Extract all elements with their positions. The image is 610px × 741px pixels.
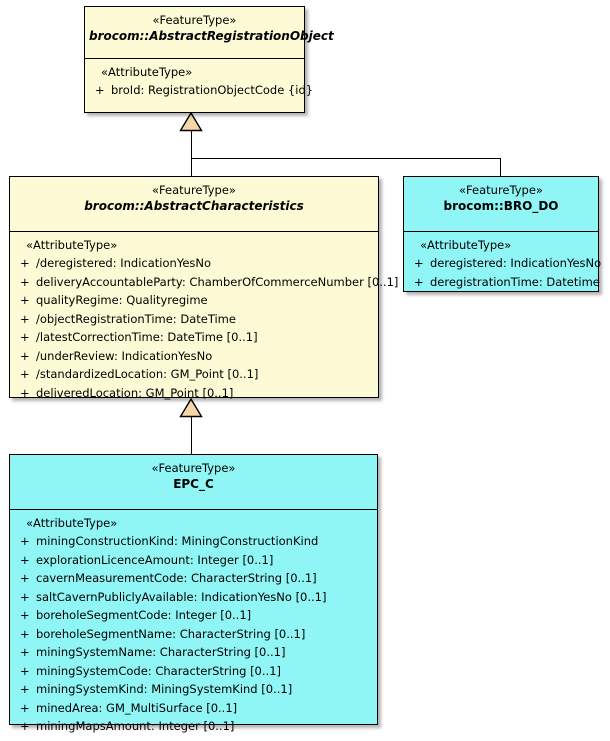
attribute-visibility: + [20,274,30,289]
class-header-epc-c: «FeatureType» EPC_C [10,455,377,510]
attribute-visibility: + [20,663,30,678]
class-stereotype: «FeatureType» [151,461,236,475]
attribute-row: + /underReview: IndicationYesNo [10,347,374,366]
attribute-visibility: + [20,608,30,622]
attribute-text: /deregistered: IndicationYesNo [36,256,212,270]
attribute-text: broId: RegistrationObjectCode {id} [111,83,314,97]
attribute-row: + boreholeSegmentCode: Integer [0..1] [10,606,373,625]
attribute-visibility: + [20,385,30,400]
attribute-visibility: + [20,256,30,270]
class-name: brocom::AbstractCharacteristics [84,199,304,213]
attribute-text: boreholeSegmentName: CharacterString [0.… [36,626,306,641]
attribute-visibility: + [20,589,30,604]
attribute-row: + minedArea: GM_MultiSurface [0..1] [10,699,373,718]
attribute-text: /underReview: IndicationYesNo [36,348,213,363]
attribute-row: + cavernMeasurementCode: CharacterString … [10,569,373,588]
attribute-visibility: + [20,534,30,548]
attribute-visibility: + [20,293,30,307]
class-box-bro-do[interactable]: «FeatureType» brocom::BRO_DO «AttributeT… [403,176,601,292]
attribute-stereotype: «AttributeType» [26,238,118,252]
class-stereotype: «FeatureType» [152,183,236,197]
generalization-arrow-head-to-registration-object [179,112,203,132]
class-attributes-bro-do: «AttributeType» + deregistered: Indicatio… [404,232,601,296]
generalization-line-upper-stem [190,129,192,159]
class-stereotype: «FeatureType» [459,183,543,197]
generalization-line-to-bro-do [499,157,501,178]
attribute-text: miningSystemName: CharacterString [0..1] [36,645,286,659]
attribute-row: + miningMapsAmount: Integer [0..1] [10,717,373,736]
generalization-line-epc-stem [190,415,192,455]
attribute-text: miningMapsAmount: Integer [0..1] [36,719,235,733]
attribute-row: + deregistrationTime: Datetime [404,273,600,292]
attribute-visibility: + [20,571,30,585]
attribute-visibility: + [20,367,30,381]
class-box-epc-c[interactable]: «FeatureType» EPC_C «AttributeType» + min… [9,454,378,733]
attribute-row: + miningSystemName: CharacterString [0..1… [10,643,373,662]
attribute-row: + deliveryAccountableParty: ChamberOfComm… [10,273,398,292]
attribute-row: + miningConstructionKind: MiningConstruct… [10,532,373,551]
class-attributes-abstract-characteristics: «AttributeType» + /deregistered: Indicati… [10,232,398,407]
attribute-row: + /latestCorrectionTime: DateTime [0..1] [10,328,374,347]
attribute-text: saltCavernPubliclyAvailable: IndicationY… [36,589,327,604]
attribute-text: boreholeSegmentCode: Integer [0..1] [36,608,252,622]
attribute-text: deliveredLocation: GM_Point [0..1] [36,385,234,400]
attribute-text: miningSystemCode: CharacterString [0..1] [36,663,281,678]
attribute-visibility: + [20,311,30,326]
attribute-row: + explorationLicenceAmount: Integer [0..1… [10,551,373,570]
attribute-row: + boreholeSegmentName: CharacterString [0… [10,625,373,644]
attribute-text: miningSystemKind: MiningSystemKind [0..1… [36,682,293,696]
attribute-text: /latestCorrectionTime: DateTime [0..1] [36,330,258,344]
attribute-visibility: + [20,682,30,696]
attribute-visibility: + [20,552,30,567]
attribute-visibility: + [20,348,30,363]
attribute-stereotype: «AttributeType» [420,238,512,252]
attribute-row: + saltCavernPubliclyAvailable: Indication… [10,588,373,607]
attribute-row: + miningSystemKind: MiningSystemKind [0..… [10,680,373,699]
attribute-visibility: + [20,645,30,659]
attribute-text: deliveryAccountableParty: ChamberOfComme… [36,274,399,289]
generalization-line-horizontal [190,157,501,159]
attribute-row: + /deregistered: IndicationYesNo [10,254,374,273]
attribute-row: + broId: RegistrationObjectCode {id} [85,81,313,100]
attribute-text: miningConstructionKind: MiningConstructi… [36,534,319,548]
class-stereotype: «FeatureType» [152,13,237,27]
attribute-stereotype: «AttributeType» [26,516,118,530]
attribute-visibility: + [20,330,30,344]
attribute-visibility: + [414,256,424,270]
generalization-line-to-abstract-characteristics [190,157,192,178]
attribute-visibility: + [95,83,105,97]
attribute-row: + qualityRegime: Qualityregime [10,291,374,310]
class-box-abstract-characteristics[interactable]: «FeatureType» brocom::AbstractCharacteri… [9,176,398,400]
attribute-row: + /objectRegistrationTime: DateTime [10,310,374,329]
class-header-abstract-characteristics: «FeatureType» brocom::AbstractCharacteri… [10,177,378,232]
attribute-row: + deregistered: IndicationYesNo [404,254,601,273]
generalization-arrow-head-to-abstract-characteristics [179,398,203,418]
attribute-row: + deliveredLocation: GM_Point [0..1] [10,384,374,403]
class-box-abstract-registration-object[interactable]: «FeatureType» brocom::AbstractRegistrati… [84,6,334,113]
attribute-visibility: + [414,274,424,289]
class-header-abstract-registration-object: «FeatureType» brocom::AbstractRegistrati… [85,7,334,59]
attribute-text: explorationLicenceAmount: Integer [0..1] [36,552,274,567]
attribute-visibility: + [20,626,30,641]
attribute-stereotype: «AttributeType» [101,65,193,79]
attribute-visibility: + [20,719,30,733]
class-name: EPC_C [173,477,214,491]
class-name: brocom::AbstractRegistrationObject [89,29,334,43]
attribute-text: deregistered: IndicationYesNo [430,256,602,270]
class-name: brocom::BRO_DO [443,199,559,213]
attribute-text: cavernMeasurementCode: CharacterString [… [36,571,317,585]
attribute-row: + /standardizedLocation: GM_Point [0..1] [10,365,374,384]
attribute-text: minedArea: GM_MultiSurface [0..1] [36,700,238,715]
class-header-bro-do: «FeatureType» brocom::BRO_DO [404,177,598,232]
attribute-text: deregistrationTime: Datetime [430,274,600,289]
attribute-visibility: + [20,700,30,715]
attribute-row: + miningSystemCode: CharacterString [0..1… [10,662,373,681]
class-attributes-epc-c: «AttributeType» + miningConstructionKind:… [10,510,377,741]
class-attributes-abstract-registration-object: «AttributeType» + broId: RegistrationObje… [85,59,313,105]
attribute-text: qualityRegime: Qualityregime [36,293,208,307]
attribute-text: /standardizedLocation: GM_Point [0..1] [36,367,259,381]
attribute-text: /objectRegistrationTime: DateTime [36,311,236,326]
